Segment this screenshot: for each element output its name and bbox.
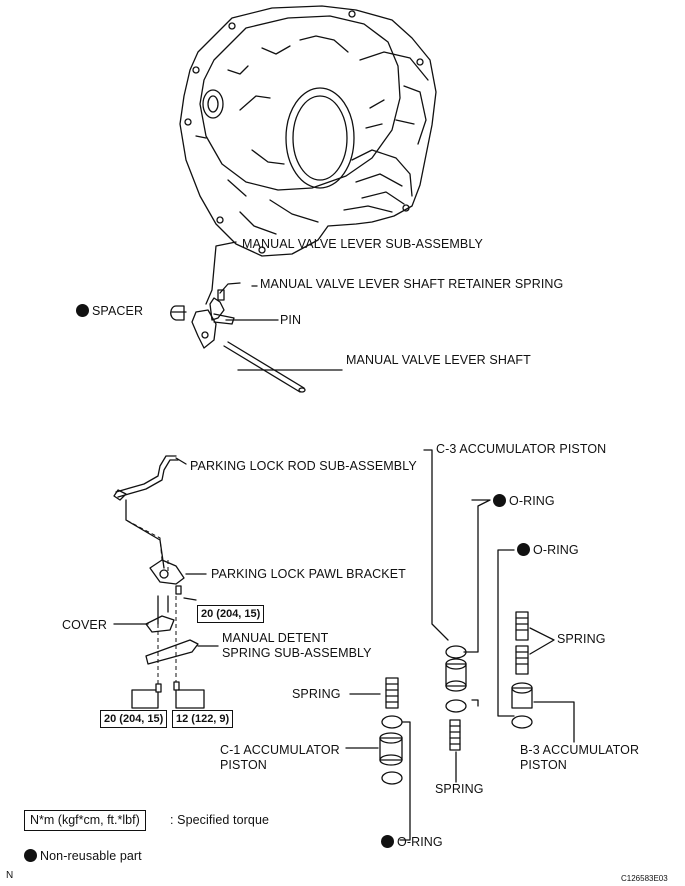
nonreusable-dot-icon xyxy=(493,494,506,507)
label-spring-c1: SPRING xyxy=(292,687,341,701)
label-parking-pawl-bracket: PARKING LOCK PAWL BRACKET xyxy=(211,567,406,581)
label-oring-b3: O-RING xyxy=(517,543,579,558)
nonreusable-dot-icon xyxy=(381,835,394,848)
nonreusable-dot-icon xyxy=(517,543,530,556)
label-spring-b3: SPRING xyxy=(557,632,606,646)
torque-detent-left: 20 (204, 15) xyxy=(100,710,168,728)
north-marker: N xyxy=(6,870,14,881)
label-oring-c3: O-RING xyxy=(493,494,555,509)
label-retainer-spring: MANUAL VALVE LEVER SHAFT RETAINER SPRING xyxy=(260,277,564,291)
nonreusable-dot-icon xyxy=(76,304,89,317)
label-oring-c3-text: O-RING xyxy=(509,494,555,508)
torque-detent-right: 12 (122, 9) xyxy=(172,710,234,728)
label-c3-piston: C-3 ACCUMULATOR PISTON xyxy=(436,442,607,456)
manual-valve-lever-group xyxy=(170,241,343,393)
legend-torque-desc: : Specified torque xyxy=(170,813,270,827)
parking-lock-group xyxy=(113,455,219,709)
label-oring-c1: O-RING xyxy=(381,835,443,850)
label-spacer: SPACER xyxy=(76,304,143,319)
label-c1-piston-line1: C-1 ACCUMULATOR xyxy=(220,743,340,757)
label-oring-b3-text: O-RING xyxy=(533,543,579,557)
label-cover: COVER xyxy=(62,618,107,632)
label-spring-c3: SPRING xyxy=(435,782,484,796)
label-b3-piston-line2: PISTON xyxy=(520,758,567,772)
label-parking-lock-rod: PARKING LOCK ROD SUB-ASSEMBLY xyxy=(190,459,417,473)
accumulator-group xyxy=(345,449,575,841)
transaxle-case-drawing xyxy=(179,5,437,257)
legend-nonreusable-text: Non-reusable part xyxy=(40,849,142,863)
figure-code: C126583E03 xyxy=(621,874,668,883)
label-detent-spring-line1: MANUAL DETENT xyxy=(222,631,329,645)
legend-torque-box: N*m (kgf*cm, ft.*lbf) xyxy=(24,810,146,831)
label-c1-piston-line2: PISTON xyxy=(220,758,267,772)
label-manual-valve-lever: MANUAL VALVE LEVER SUB-ASSEMBLY xyxy=(242,237,483,251)
label-spacer-text: SPACER xyxy=(92,304,144,318)
torque-bracket: 20 (204, 15) xyxy=(197,605,265,623)
label-detent-spring-line2: SPRING SUB-ASSEMBLY xyxy=(222,646,372,660)
label-oring-c1-text: O-RING xyxy=(397,835,443,849)
label-b3-piston-line1: B-3 ACCUMULATOR xyxy=(520,743,640,757)
nonreusable-dot-icon xyxy=(24,849,37,862)
label-pin: PIN xyxy=(280,313,302,327)
label-lever-shaft: MANUAL VALVE LEVER SHAFT xyxy=(346,353,531,367)
legend-nonreusable: Non-reusable part xyxy=(24,849,142,864)
